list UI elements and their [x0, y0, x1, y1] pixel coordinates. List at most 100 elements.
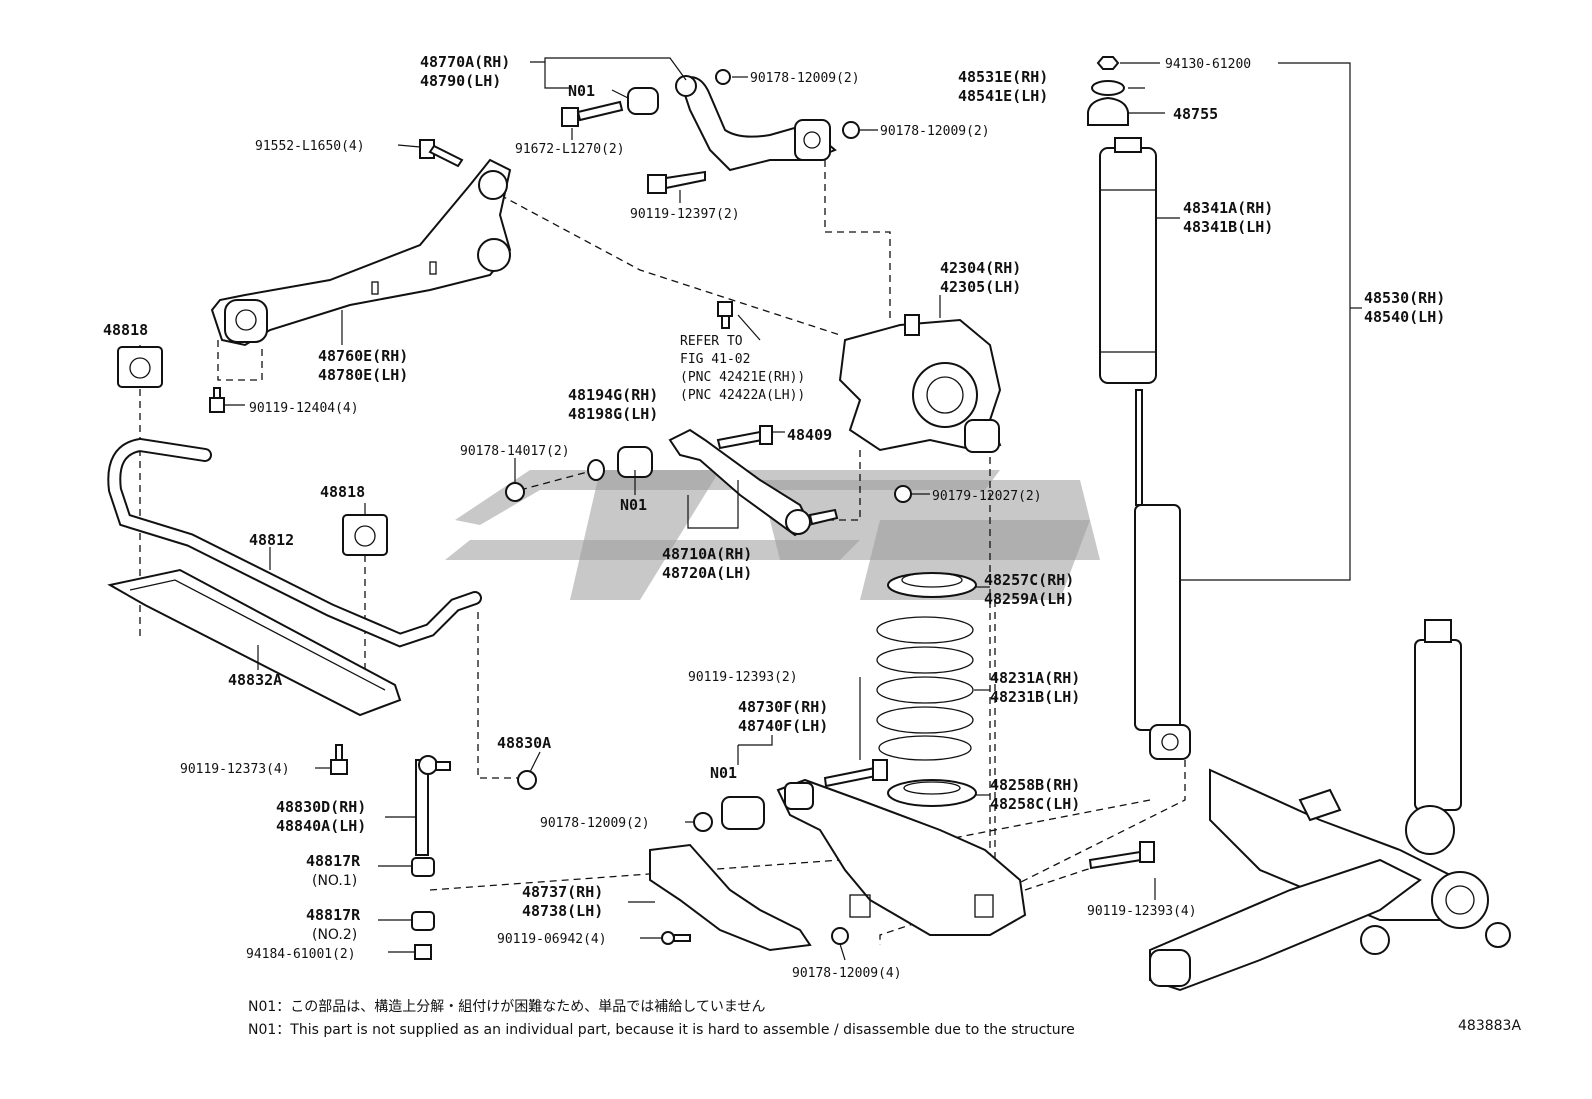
label-48541e: 48541E(LH)	[958, 87, 1048, 105]
assembled-suspension-view	[1149, 619, 1511, 992]
label-48790: 48790(LH)	[420, 72, 501, 90]
label-90178-14017: 90178-14017(2)	[460, 444, 570, 459]
nut-48830A[interactable]	[517, 770, 537, 790]
note-en: N01：This part is not supplied as an indi…	[248, 1022, 1075, 1038]
label-48755: 48755	[1173, 105, 1218, 123]
suspension-under-cover[interactable]	[649, 843, 812, 952]
label-90178-12009-4: 90178-12009(4)	[792, 966, 902, 981]
label-48830a: 48830A	[497, 734, 551, 752]
label-48737: 48737(RH)	[522, 883, 603, 901]
stabilizer-bushing-right[interactable]	[342, 514, 388, 556]
label-94130: 94130-61200	[1165, 57, 1251, 72]
nut-90178-top[interactable]	[715, 69, 731, 85]
bushing-n01-lower[interactable]	[721, 796, 765, 830]
label-48194g: 48194G(RH)	[568, 386, 658, 404]
crossmember-plate[interactable]	[107, 568, 402, 717]
label-48840a: 48840A(LH)	[276, 817, 366, 835]
cushion-no2[interactable]	[411, 911, 435, 931]
nut-90178-right[interactable]	[842, 121, 860, 139]
label-48531e: 48531E(RH)	[958, 68, 1048, 86]
label-48738: 48738(LH)	[522, 902, 603, 920]
label-90178-12009-2c: 90178-12009(2)	[540, 816, 650, 831]
label-no2: (NO.2)	[312, 927, 357, 943]
label-48231a: 48231A(RH)	[990, 669, 1080, 687]
nut-90178-12009-lower[interactable]	[693, 812, 713, 832]
bolt-refer-fig[interactable]	[717, 301, 733, 329]
stabilizer-bushing-left[interactable]	[117, 346, 163, 388]
nut-90179-12027[interactable]	[894, 485, 912, 503]
bolt-90119-12404[interactable]	[209, 387, 225, 413]
label-48530: 48530(RH)	[1364, 289, 1445, 307]
label-refer-pnc-lh: (PNC 42422A(LH))	[680, 388, 805, 403]
label-refer-fig: FIG 41-02	[680, 352, 750, 367]
bolt-tie-link[interactable]	[808, 508, 839, 526]
label-90178-12009-2b: 90178-12009(2)	[880, 124, 990, 139]
label-48730f: 48730F(RH)	[738, 698, 828, 716]
label-90119-12393-2: 90119-12393(2)	[688, 670, 798, 685]
label-refer-to: REFER TO	[680, 334, 743, 349]
label-48817r-no1: 48817R	[306, 852, 361, 870]
label-42304: 42304(RH)	[940, 259, 1021, 277]
note-jp: N01：この部品は、構造上分解・組付けが困難なため、単品では補給していません	[248, 999, 765, 1015]
nut-94184[interactable]	[414, 944, 432, 960]
spring-lower-seat[interactable]	[887, 779, 977, 807]
label-48760e: 48760E(RH)	[318, 347, 408, 365]
part-labels: 48770A(RH) 48790(LH) N01 90178-12009(2) …	[103, 53, 1445, 981]
label-48198g: 48198G(LH)	[568, 405, 658, 423]
label-48540: 48540(LH)	[1364, 308, 1445, 326]
label-48257c: 48257C(RH)	[984, 571, 1074, 589]
bolt-91552[interactable]	[419, 139, 464, 168]
leader-lines	[139, 57, 1362, 961]
trailing-arm[interactable]	[210, 158, 512, 347]
label-48258b: 48258B(RH)	[990, 776, 1080, 794]
label-48818-left: 48818	[103, 321, 148, 339]
cushion-no1[interactable]	[411, 857, 435, 877]
label-48770a: 48770A(RH)	[420, 53, 510, 71]
spring-upper-seat[interactable]	[887, 572, 977, 598]
label-90178-12009-2a: 90178-12009(2)	[750, 71, 860, 86]
nut-90178-12009-bottom[interactable]	[831, 927, 849, 945]
label-48231b: 48231B(LH)	[990, 688, 1080, 706]
shock-nut-94130[interactable]	[1096, 56, 1120, 70]
label-48817r-no2: 48817R	[306, 906, 361, 924]
label-n01-upper: N01	[568, 82, 595, 100]
upper-control-arm[interactable]	[675, 75, 837, 172]
shock-dust-boot-48341A[interactable]	[1099, 137, 1157, 384]
bolt-48409[interactable]	[716, 425, 773, 450]
coil-spring[interactable]	[876, 616, 974, 761]
bolt-90119-12393-upper[interactable]	[823, 759, 888, 788]
stabilizer-link[interactable]	[415, 755, 451, 856]
watermark-logo	[445, 470, 1100, 600]
bolt-90119-12393-right[interactable]	[1088, 841, 1155, 870]
bolt-90119-06942[interactable]	[661, 931, 691, 945]
label-90119-06942: 90119-06942(4)	[497, 932, 607, 947]
label-48341a: 48341A(RH)	[1183, 199, 1273, 217]
shock-absorber-48530[interactable]	[1134, 389, 1191, 760]
label-48258c: 48258C(LH)	[990, 795, 1080, 813]
washer-90178-14017[interactable]	[587, 459, 605, 481]
label-48740f: 48740F(LH)	[738, 717, 828, 735]
lower-control-arm[interactable]	[776, 778, 1027, 936]
label-48830d: 48830D(RH)	[276, 798, 366, 816]
label-42305: 42305(LH)	[940, 278, 1021, 296]
bushing-n01-upper[interactable]	[627, 87, 659, 115]
label-48341b: 48341B(LH)	[1183, 218, 1273, 236]
nut-90178-14017[interactable]	[505, 482, 525, 502]
label-90119-12397: 90119-12397(2)	[630, 207, 740, 222]
label-refer-pnc-rh: (PNC 42421E(RH))	[680, 370, 805, 385]
stabilizer-bar[interactable]	[107, 437, 482, 648]
label-48710a: 48710A(RH)	[662, 545, 752, 563]
bolt-90119-12397[interactable]	[647, 170, 706, 194]
label-90119-12373: 90119-12373(4)	[180, 762, 290, 777]
label-48832a: 48832A	[228, 671, 282, 689]
bolt-91672[interactable]	[561, 100, 624, 127]
label-48780e: 48780E(LH)	[318, 366, 408, 384]
label-48812: 48812	[249, 531, 294, 549]
steering-knuckle[interactable]	[838, 314, 1002, 453]
bolt-90119-12373[interactable]	[330, 744, 348, 775]
shock-washer-48531E[interactable]	[1091, 80, 1125, 96]
lateral-link[interactable]	[668, 428, 812, 537]
shock-support-48755[interactable]	[1087, 96, 1129, 126]
label-90119-12404: 90119-12404(4)	[249, 401, 359, 416]
